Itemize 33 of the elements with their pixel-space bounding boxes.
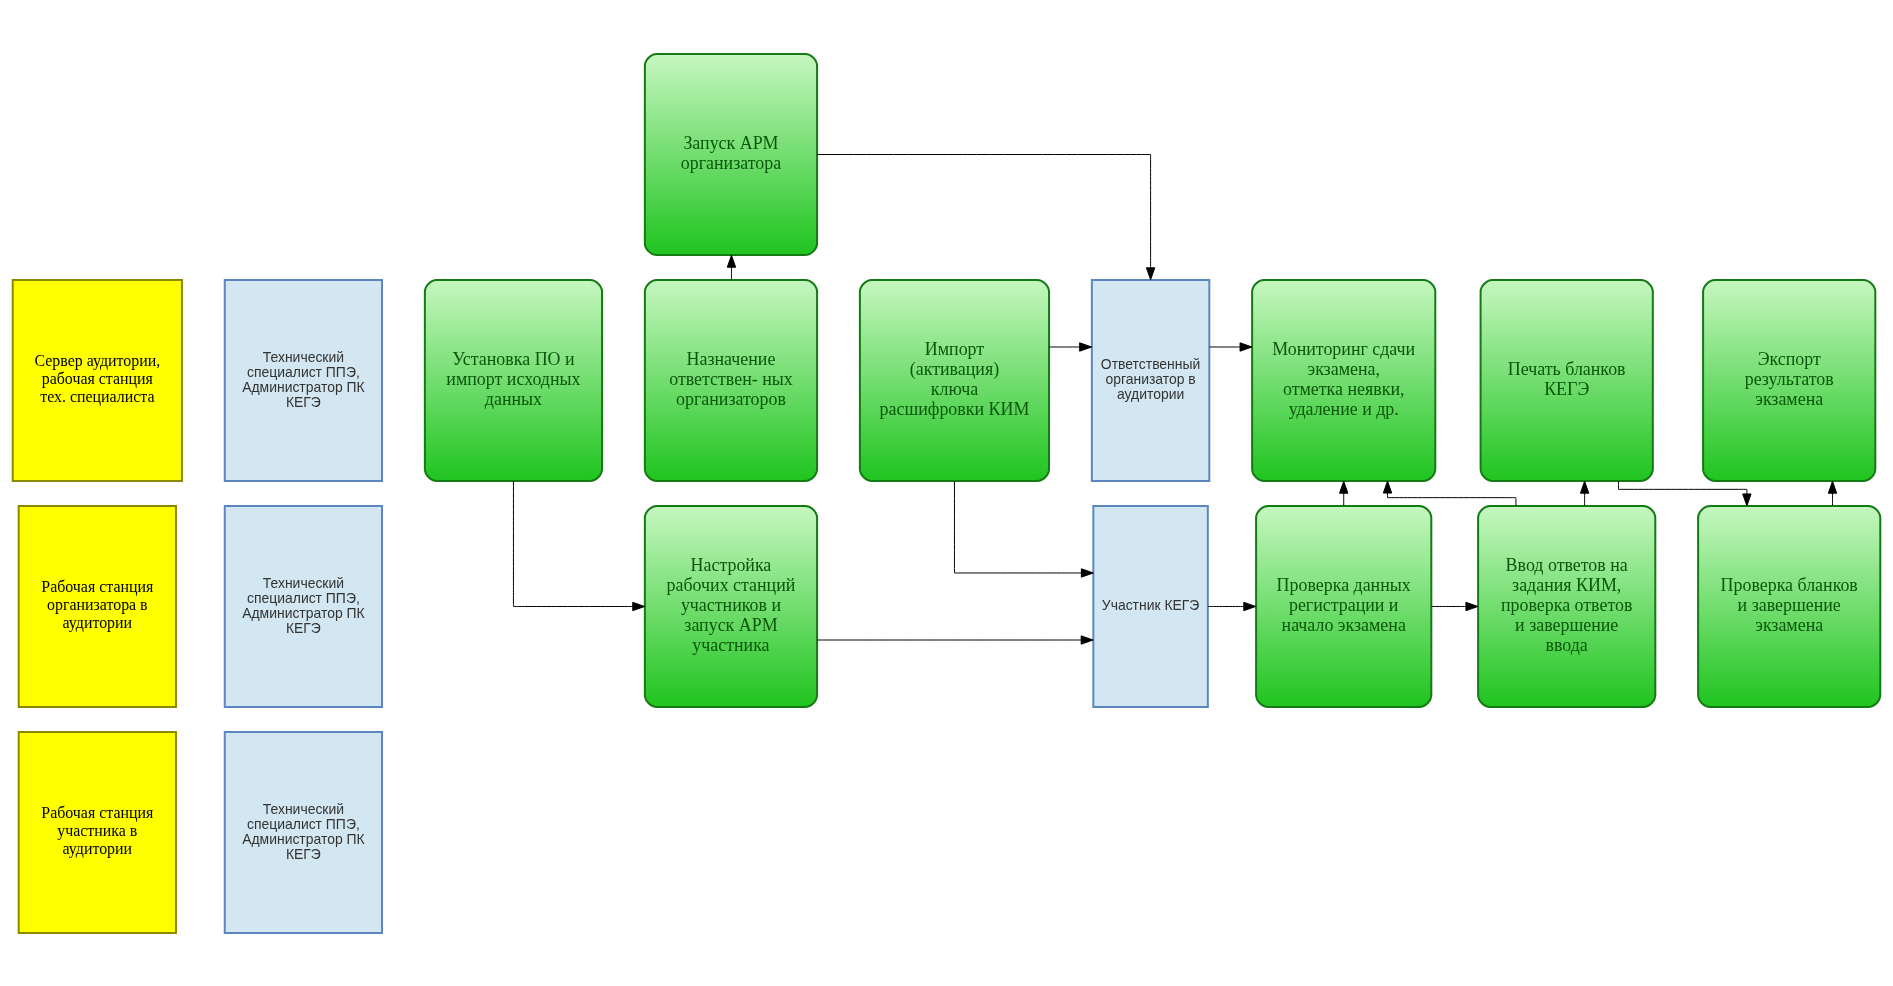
node-box: Проверка бланков и завершение экзамена [1697,504,1882,708]
arrow [1617,480,1752,506]
node-box: Технический специалист ППЭ, Администратор ПК КЕГЭ [223,730,384,934]
node-box: Настройка рабочих станций участников и запуск АРМ участника [643,504,819,708]
node-box: Установка ПО и импорт исходных данных [423,278,604,482]
node-box: Мониторинг сдачи экзамена, отметка неявки, удаление и др. [1251,278,1437,482]
node-box: Ввод ответов на задания КИМ, проверка ответов и завершение ввода [1477,504,1657,708]
arrow [1382,480,1517,506]
node-box: Технический специалист ППЭ, Администратор ПК КЕГЭ [223,278,384,482]
arrow [1048,341,1093,352]
node-box: Участник КЕГЭ [1092,504,1209,708]
arrow [726,254,737,280]
arrow [1827,480,1838,506]
arrow [953,480,1094,578]
node-box: Рабочая станция участника в аудитории [17,730,177,934]
node-box: Назначение ответствен- ных организаторов [643,278,819,482]
arrow [816,153,1156,280]
node-box: Проверка данных регистрации и начало экзамена [1255,504,1433,708]
node-box: Ответственный организатор в аудитории [1090,278,1211,482]
arrow [512,480,646,611]
node-box: Технический специалист ППЭ, Администратор ПК КЕГЭ [223,504,384,708]
arrow [1579,480,1590,506]
node-box: Импорт (активация) ключа расшифровки КИМ [858,278,1051,482]
arrow [1207,601,1257,611]
arrow [1209,341,1253,352]
node-box: Запуск АРМ организатора [643,52,819,256]
node-box: Экспорт результатов экзамена [1702,278,1877,482]
arrow [1431,601,1479,611]
arrow [1339,480,1349,506]
arrow [816,634,1094,645]
node-box: Рабочая станция организатора в аудитории [17,504,177,708]
node-box: Сервер аудитории, рабочая станция тех. специалиста [11,278,183,482]
node-box: Печать бланков КЕГЭ [1479,278,1654,482]
